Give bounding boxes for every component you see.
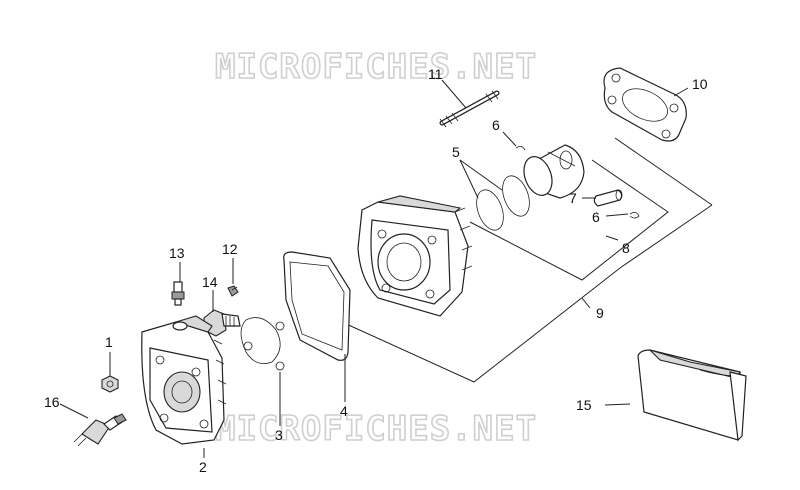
circlip-part-lower [629, 212, 640, 219]
group-outline-9-top [614, 137, 713, 206]
gasket-kit-envelope-part [637, 349, 747, 442]
stud-part [439, 90, 500, 128]
callout-10: 10 [692, 76, 708, 92]
cylinder-part [357, 195, 473, 317]
spark-plug-part [73, 413, 127, 447]
callout-1: 1 [105, 334, 113, 350]
piston-pin-part [593, 189, 623, 207]
leader-lines [59, 79, 689, 458]
small-screw-part [227, 285, 239, 297]
head-o-ring-part [240, 317, 285, 371]
callout-13: 13 [169, 245, 185, 261]
callout-9: 9 [596, 305, 604, 321]
callout-8: 8 [622, 240, 630, 256]
callout-7: 7 [569, 190, 577, 206]
bleed-valve-part [171, 281, 185, 306]
cylinder-base-gasket-part [603, 67, 687, 142]
temperature-sensor-part [203, 309, 241, 337]
piston-rings-part [476, 175, 530, 231]
nut-part [101, 375, 119, 393]
callout-15: 15 [576, 397, 592, 413]
callout-16: 16 [44, 394, 60, 410]
group-outline-9 [341, 204, 713, 383]
group-outline-8 [469, 159, 669, 281]
callout-3: 3 [275, 427, 283, 443]
cylinder-head-part [141, 315, 227, 445]
circlip-part-upper [515, 146, 526, 151]
callout-6-lower: 6 [592, 209, 600, 225]
callout-11: 11 [428, 66, 443, 82]
callout-6-upper: 6 [492, 117, 500, 133]
watermark-top: MICROFICHES.NET [215, 47, 537, 87]
callout-5: 5 [452, 144, 460, 160]
callout-2: 2 [199, 459, 207, 475]
callout-4: 4 [340, 403, 348, 419]
head-gasket-part [283, 251, 351, 361]
piston-part [523, 144, 585, 199]
callout-14: 14 [202, 274, 218, 290]
callout-12: 12 [222, 241, 238, 257]
watermark-bottom: MICROFICHES.NET [215, 409, 537, 449]
